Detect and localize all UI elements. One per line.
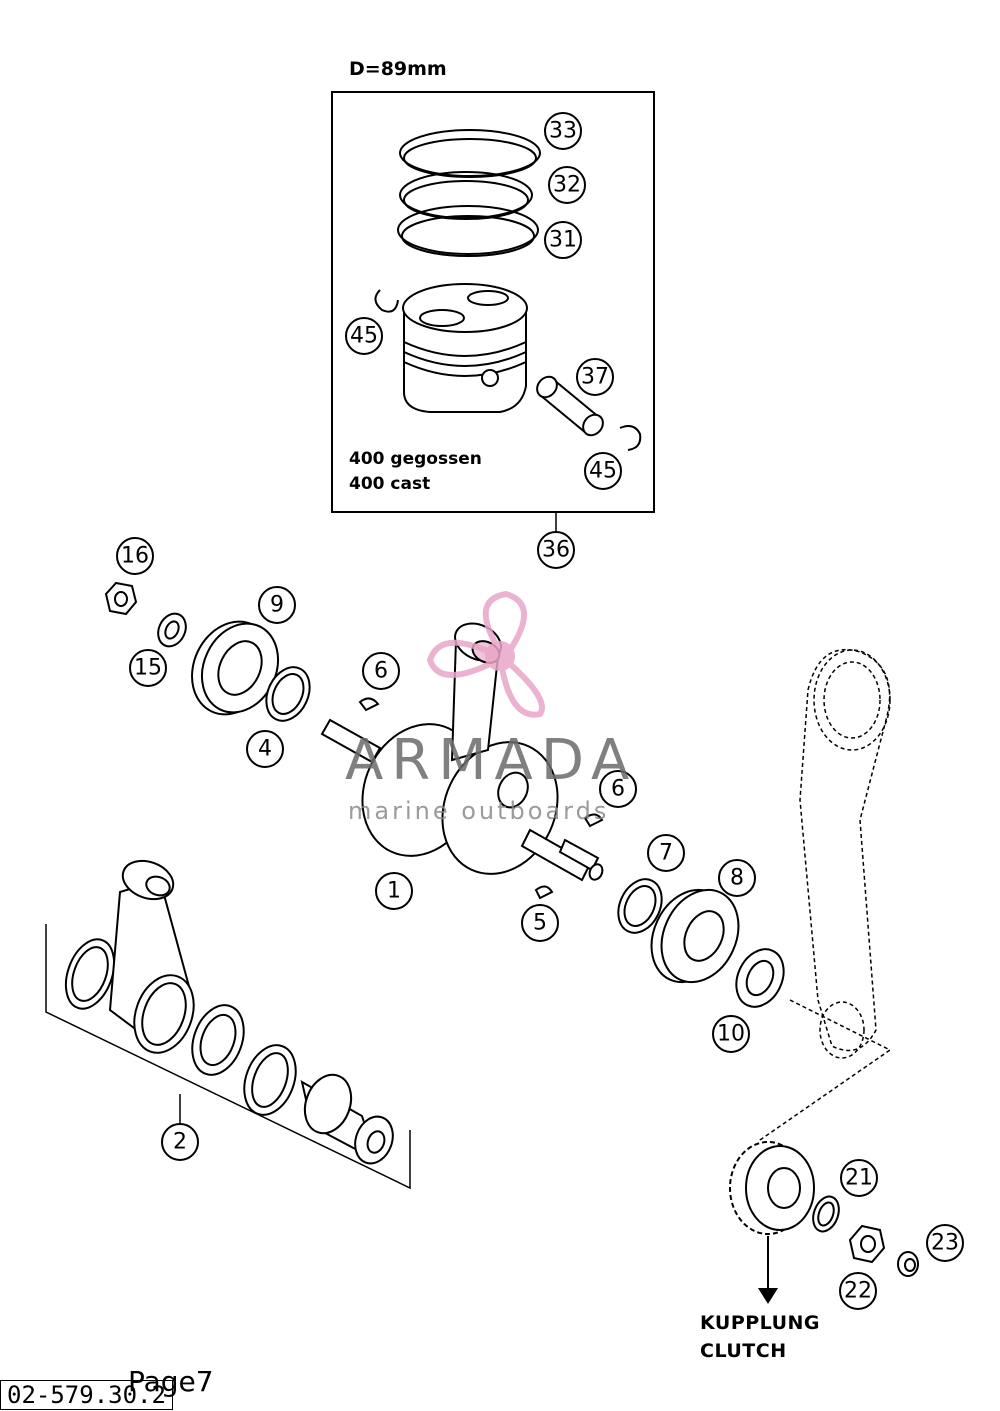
callout-8: 8 <box>718 859 756 897</box>
piston-cast-note-de: 400 gegossen <box>349 449 482 469</box>
clutch-label-en: CLUTCH <box>700 1340 787 1362</box>
callout-10: 10 <box>712 1015 750 1053</box>
piston-rings <box>397 129 541 257</box>
clutch-direction-arrow <box>758 1236 778 1304</box>
clutch-label-de: KUPPLUNG <box>700 1312 821 1334</box>
svg-text:1: 1 <box>387 879 401 904</box>
svg-text:21: 21 <box>845 1166 873 1191</box>
callout-32: 32 <box>548 166 586 204</box>
drawing-number: 02-579.30.2 <box>0 1380 173 1410</box>
left-bearing-group <box>104 581 311 722</box>
svg-text:15: 15 <box>134 656 162 681</box>
callout-7: 7 <box>647 834 685 872</box>
callout-6-lower: 6 <box>599 770 637 808</box>
callout-1: 1 <box>375 872 413 910</box>
svg-text:2: 2 <box>173 1130 187 1155</box>
piston-cast-note-en: 400 cast <box>349 474 431 494</box>
callout-36: 36 <box>537 531 575 569</box>
svg-text:10: 10 <box>717 1022 745 1047</box>
callout-6-upper: 6 <box>362 652 400 690</box>
svg-text:22: 22 <box>844 1279 872 1304</box>
connecting-rod-kit <box>45 859 411 1190</box>
svg-text:16: 16 <box>121 544 149 569</box>
callout-37: 37 <box>576 358 614 396</box>
crankshaft <box>320 622 604 882</box>
svg-text:45: 45 <box>589 459 617 484</box>
woodruff-keys <box>358 697 604 900</box>
watermark-tagline: marine outboards <box>348 797 610 825</box>
callout-23: 23 <box>926 1224 964 1262</box>
callout-15: 15 <box>129 649 167 687</box>
clutch-gear-group <box>729 1141 919 1277</box>
svg-text:4: 4 <box>258 737 272 762</box>
svg-text:31: 31 <box>549 228 577 253</box>
svg-text:37: 37 <box>581 365 609 390</box>
svg-text:45: 45 <box>350 324 378 349</box>
callout-9: 9 <box>258 586 296 624</box>
svg-text:7: 7 <box>659 841 673 866</box>
callout-45-right: 45 <box>584 452 622 490</box>
timing-chain-assembly <box>739 648 892 1181</box>
piston <box>402 283 528 413</box>
piston-diameter-label: D=89mm <box>349 58 447 80</box>
circlips <box>374 289 642 451</box>
svg-text:32: 32 <box>553 173 581 198</box>
callout-2: 2 <box>161 1123 199 1161</box>
svg-text:36: 36 <box>542 538 570 563</box>
callout-16: 16 <box>116 537 154 575</box>
page-label: Page7 <box>128 1365 214 1398</box>
svg-text:5: 5 <box>533 911 547 936</box>
svg-text:8: 8 <box>730 866 744 891</box>
callout-22: 22 <box>839 1272 877 1310</box>
piston-kit-frame <box>331 91 655 513</box>
watermark-logo <box>426 590 545 718</box>
callout-45-left: 45 <box>345 317 383 355</box>
callout-4: 4 <box>246 730 284 768</box>
svg-text:9: 9 <box>270 593 284 618</box>
callout-5: 5 <box>521 904 559 942</box>
callout-21: 21 <box>840 1159 878 1197</box>
piston-pin <box>536 375 604 437</box>
callout-33: 33 <box>544 112 582 150</box>
svg-text:33: 33 <box>549 119 577 144</box>
watermark-name: ARMADA <box>345 728 638 793</box>
callout-31: 31 <box>544 221 582 259</box>
svg-text:23: 23 <box>931 1231 959 1256</box>
svg-text:6: 6 <box>374 659 388 684</box>
svg-text:6: 6 <box>611 777 625 802</box>
right-bearing-group <box>617 878 785 1008</box>
